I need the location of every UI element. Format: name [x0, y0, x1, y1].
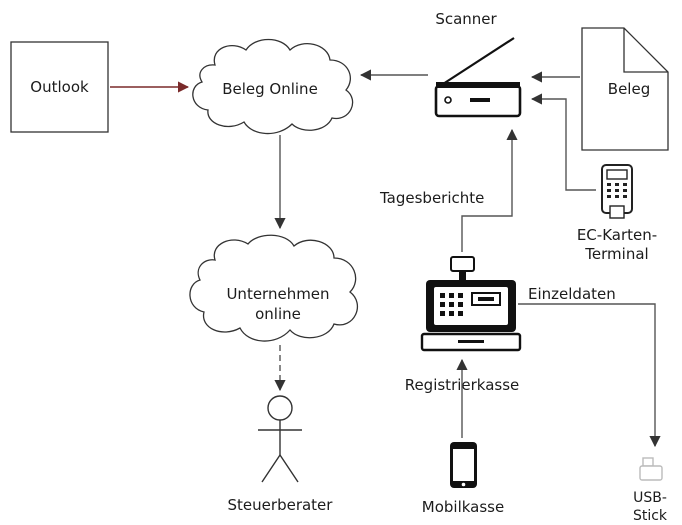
ec-terminal-label-line1: EC-Karten-: [577, 226, 657, 244]
scanner-label: Scanner: [435, 10, 497, 28]
edge-registrierkasse-to-scanner: [461, 128, 518, 252]
outlook-label: Outlook: [30, 78, 89, 96]
unternehmen-online-node: Unternehmen online: [189, 234, 359, 342]
registrierkasse-node: Registrierkasse: [405, 256, 522, 394]
ec-terminal-node: EC-Karten- Terminal: [577, 164, 657, 263]
edge-registrierkasse-to-usb: [518, 303, 661, 448]
scanner-icon: [434, 37, 522, 118]
steuerberater-label: Steuerberater: [228, 496, 334, 514]
usb-label-line1: USB-: [633, 490, 667, 506]
person-icon: [258, 395, 302, 483]
card-terminal-icon: [601, 164, 633, 219]
usb-stick-icon: [639, 457, 663, 481]
einzeldaten-label: Einzeldaten: [528, 285, 616, 303]
tagesberichte-label: Tagesberichte: [379, 189, 484, 207]
document-icon: [581, 27, 669, 151]
ec-terminal-label-line2: Terminal: [584, 245, 648, 263]
steuerberater-node: Steuerberater: [228, 395, 334, 514]
cash-register-icon: [420, 256, 522, 352]
beleg-label: Beleg: [608, 80, 650, 98]
usb-stick-node: USB- Stick: [633, 457, 668, 524]
beleg-online-node: Beleg Online: [192, 38, 354, 135]
unternehmen-label-line1: Unternehmen: [226, 285, 329, 303]
outlook-box: [10, 41, 109, 133]
beleg-node: Beleg: [581, 27, 669, 151]
unternehmen-label-line2: online: [255, 305, 301, 323]
unternehmen-cloud-icon: [189, 234, 359, 342]
beleg-online-cloud-icon: [192, 38, 354, 135]
mobilkasse-node: Mobilkasse: [422, 442, 504, 516]
beleg-online-label: Beleg Online: [222, 80, 318, 98]
usb-label-line2: Stick: [633, 508, 668, 524]
scanner-node: Scanner: [434, 10, 522, 118]
edge-ec-terminal-to-scanner: [530, 93, 596, 191]
mobilkasse-label: Mobilkasse: [422, 498, 504, 516]
outlook-node: Outlook: [10, 41, 109, 133]
smartphone-icon: [450, 442, 477, 488]
